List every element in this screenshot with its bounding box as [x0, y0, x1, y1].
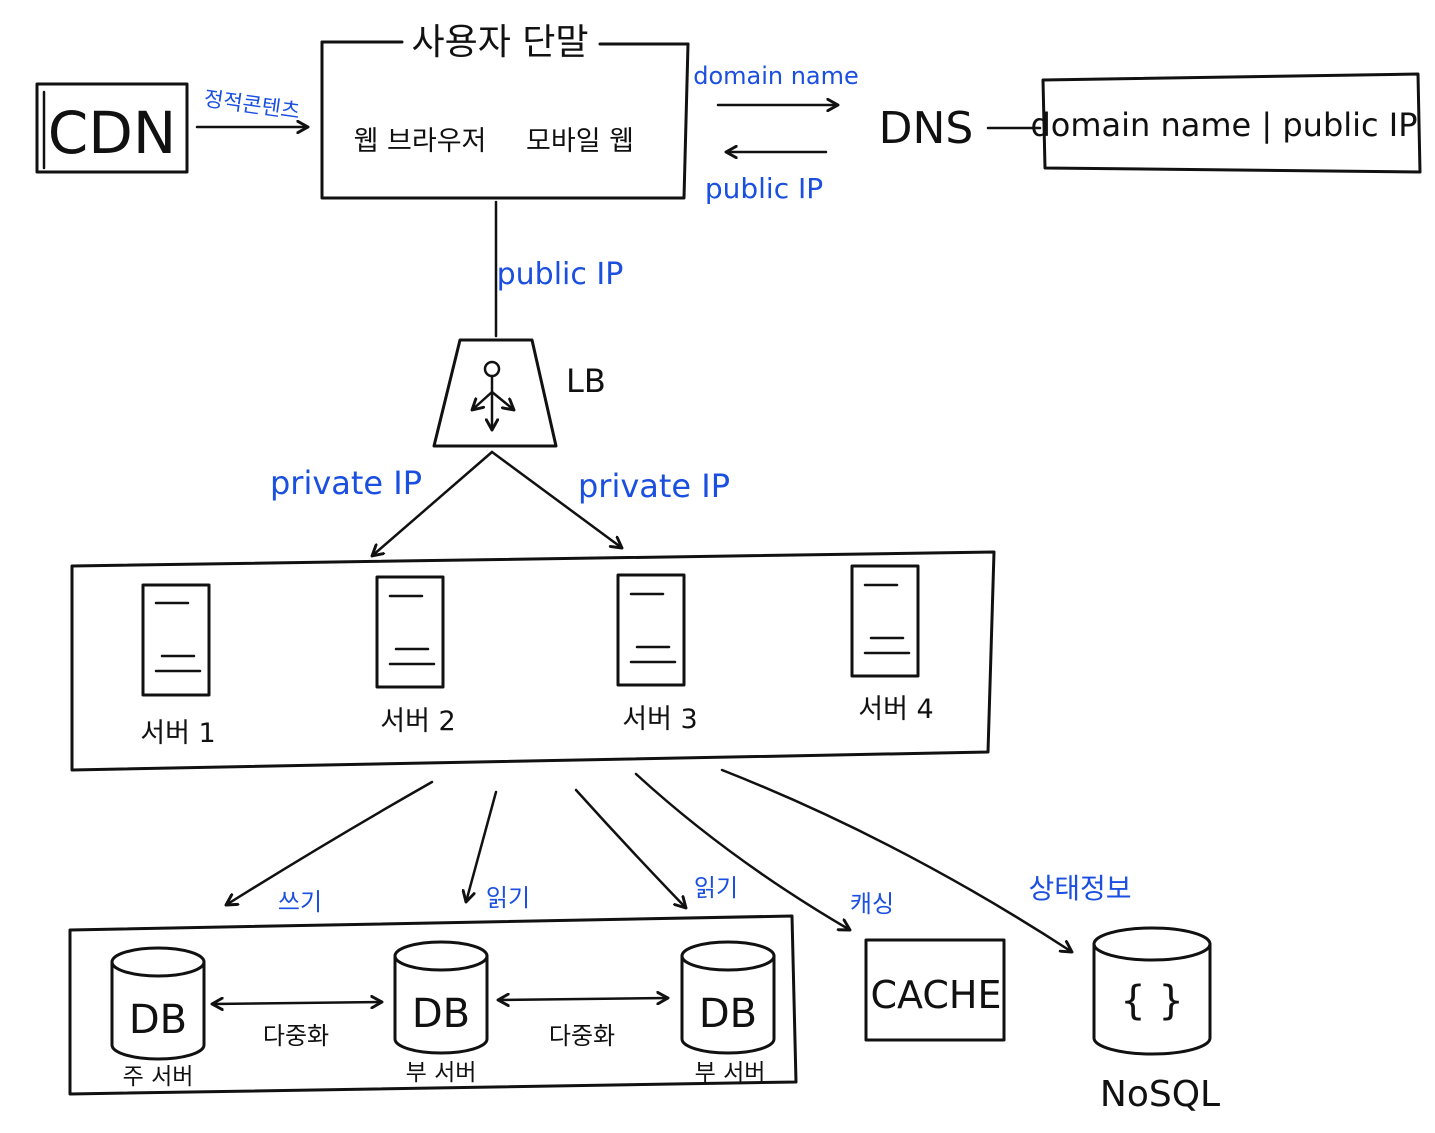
cache-edge-label: 캐싱: [850, 890, 894, 918]
read-arrow-2: [574, 788, 686, 908]
db-replica-2: DB 부 서버: [680, 940, 776, 1086]
db-caption: 부 서버: [695, 1060, 766, 1086]
client-terminal: 사용자 단말 웹 브라우저 모바일 웹: [320, 22, 690, 200]
database-icon: [393, 954, 489, 1055]
client-title: 사용자 단말: [411, 22, 588, 63]
db-replica-1: DB 부 서버: [393, 940, 489, 1086]
cdn-label: CDN: [48, 99, 177, 167]
private-ip-label-left: private IP: [270, 464, 422, 502]
replication-label-2: 다중화: [549, 1022, 615, 1050]
dns-record-table: domain name | public IP: [1030, 72, 1422, 174]
cdn-box: [35, 82, 189, 174]
cache-node: CACHE: [864, 938, 1006, 1042]
write-arrow: [226, 780, 434, 905]
db-label: DB: [699, 991, 757, 1037]
replication-arrow-1: [212, 1002, 382, 1004]
state-info-label: 상태정보: [1028, 872, 1131, 905]
dns-record-box: [1041, 72, 1422, 174]
nosql-label: NoSQL: [1100, 1074, 1220, 1115]
lb-label: LB: [566, 362, 606, 400]
database-icon: [680, 954, 776, 1055]
static-content-label: 정적콘텐츠: [202, 86, 301, 123]
server-3: 서버 3: [616, 573, 698, 735]
nosql-node: { } NoSQL: [1092, 926, 1220, 1115]
cache-arrow: [634, 772, 850, 930]
read-label-1: 읽기: [486, 884, 530, 912]
server-icon: [141, 583, 211, 697]
dns-record-text: domain name | public IP: [1030, 106, 1417, 144]
lb-figure-icon: [472, 360, 514, 430]
db-label: DB: [412, 991, 470, 1037]
load-balancer: LB: [432, 338, 606, 448]
db-caption: 부 서버: [406, 1060, 477, 1086]
server-label: 서버 3: [622, 704, 697, 735]
server-label: 서버 2: [380, 706, 455, 737]
load-balancer-icon: [432, 338, 558, 448]
database-icon: [110, 960, 206, 1061]
read-arrow-1: [466, 790, 498, 902]
lb-to-server-arrow-right: [490, 450, 622, 548]
nosql-database-icon: [1092, 942, 1212, 1056]
lb-to-server-arrow-left: [372, 450, 494, 556]
db-primary: DB 주 서버: [110, 946, 206, 1090]
replication-label-1: 다중화: [263, 1022, 329, 1050]
server-pool-box: [70, 550, 996, 772]
write-label: 쓰기: [278, 888, 322, 916]
server-label: 서버 1: [140, 718, 215, 749]
cache-label: CACHE: [871, 973, 1002, 1017]
server-1: 서버 1: [140, 583, 216, 749]
server-label: 서버 4: [858, 694, 933, 725]
db-caption: 주 서버: [123, 1064, 194, 1090]
cdn-node: CDN: [35, 82, 189, 174]
client-box: [320, 40, 690, 200]
server-icon: [375, 575, 445, 689]
public-ip-response-label: public IP: [705, 172, 823, 205]
server-4: 서버 4: [850, 564, 934, 725]
replication-arrow-2: [498, 998, 668, 1000]
web-browser-label: 웹 브라우저: [354, 126, 487, 157]
dns-label: DNS: [879, 103, 974, 154]
server-icon: [616, 573, 686, 687]
domain-name-label: domain name: [693, 62, 859, 90]
db-label: DB: [129, 997, 187, 1043]
cache-box: [864, 938, 1006, 1042]
private-ip-label-right: private IP: [578, 467, 730, 505]
read-label-2: 읽기: [694, 874, 738, 902]
server-icon: [850, 564, 920, 678]
mobile-web-label: 모바일 웹: [526, 126, 634, 157]
state-arrow: [720, 768, 1072, 952]
server-2: 서버 2: [375, 575, 456, 737]
db-group-box: [68, 914, 798, 1096]
nosql-glyph: { }: [1120, 978, 1184, 1024]
lb-inbound-label: public IP: [497, 257, 624, 292]
